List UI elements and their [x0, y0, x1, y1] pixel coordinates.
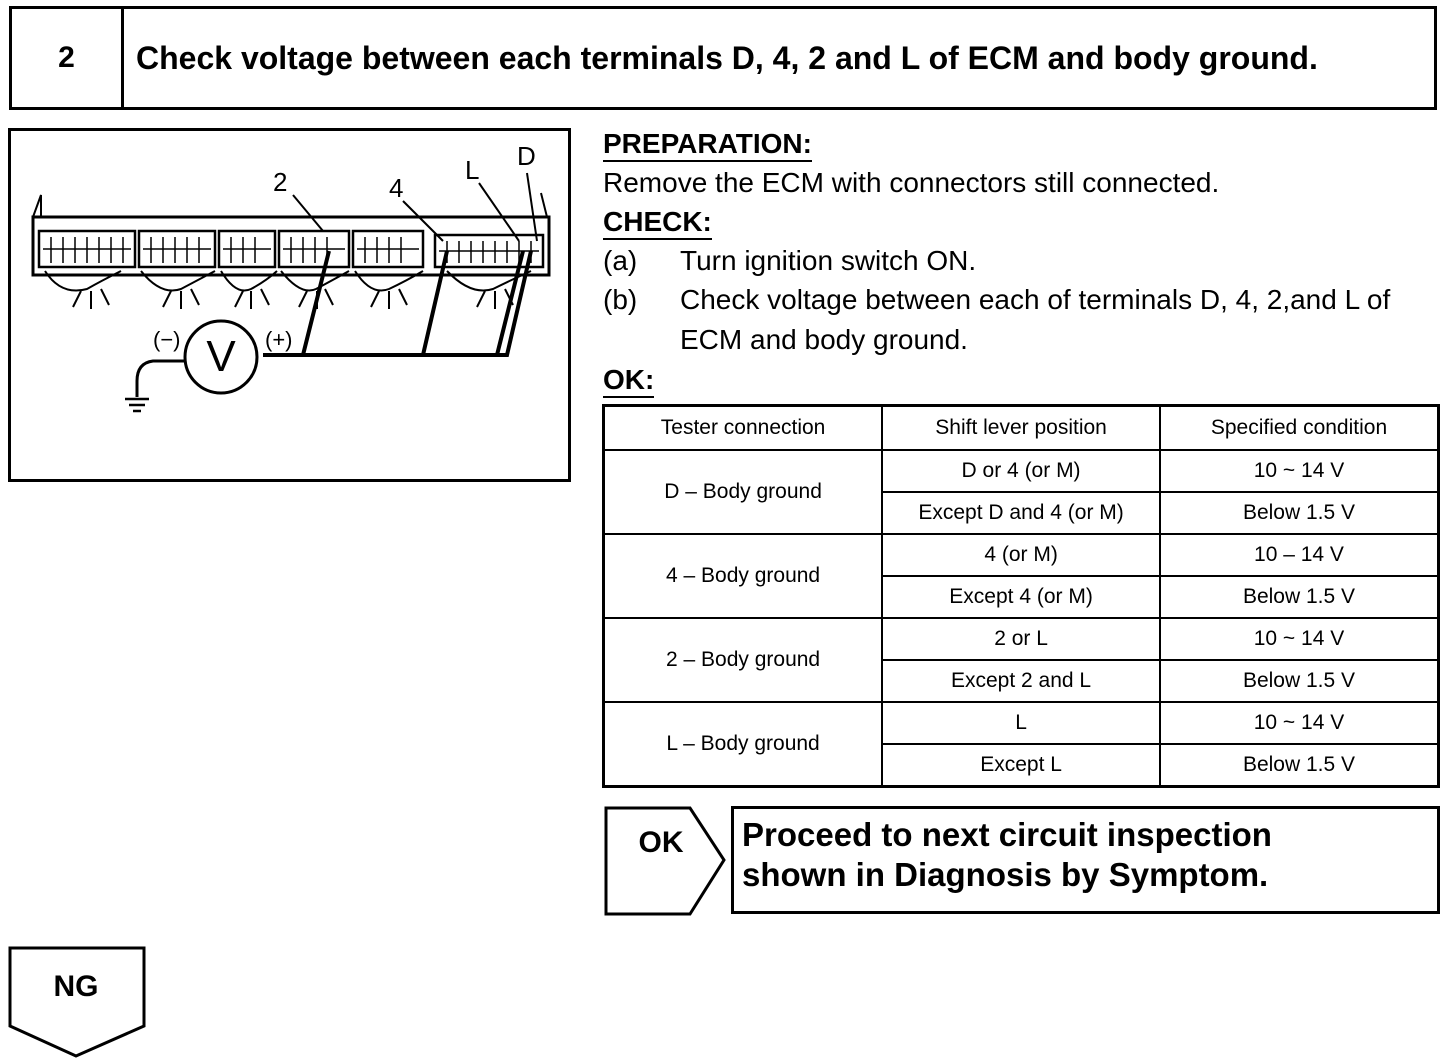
- table-row: L – Body ground L 10 ~ 14 V: [602, 701, 1440, 788]
- check-marker-a: (a): [603, 245, 638, 276]
- ecm-left-edge: [32, 194, 42, 218]
- ecm-right-edge: [540, 192, 548, 218]
- voltmeter-symbol: V: [206, 332, 236, 381]
- shift-position-cell: Except 2 and L: [881, 659, 1161, 703]
- shift-position-cell: D or 4 (or M): [881, 449, 1161, 493]
- terminal-label-d: D: [517, 141, 536, 171]
- voltmeter: [183, 319, 259, 395]
- step-header: 2 Check voltage between each terminals D…: [9, 6, 1437, 110]
- connection-cell: L – Body ground: [602, 701, 884, 788]
- table-row: 2 – Body ground 2 or L 10 ~ 14 V: [602, 617, 1440, 703]
- step-number: 2: [12, 9, 124, 107]
- table-row: Except L Below 1.5 V: [604, 743, 1440, 788]
- ecm-diagram-svg: V (−) (+) 2 4 L D: [31, 141, 551, 413]
- terminal-label-2: 2: [273, 167, 287, 197]
- shift-position-cell: 2 or L: [881, 617, 1161, 661]
- ok-arrow-icon: [604, 806, 726, 916]
- connection-cell: 2 – Body ground: [602, 617, 884, 703]
- table-row: Except 4 (or M) Below 1.5 V: [604, 575, 1440, 619]
- ng-label: NG: [53, 970, 99, 1003]
- condition-cell: 10 ~ 14 V: [1158, 449, 1440, 493]
- positive-probe-label: (+): [265, 327, 293, 352]
- preparation-text: Remove the ECM with connectors still con…: [603, 167, 1220, 198]
- table-row: Except 2 and L Below 1.5 V: [604, 659, 1440, 703]
- negative-probe-label: (−): [153, 327, 181, 352]
- shift-position-cell: L: [881, 701, 1161, 745]
- check-step-b-line2: ECM and body ground.: [680, 324, 968, 355]
- wire-bundles: [44, 270, 532, 309]
- table-row: Except D and 4 (or M) Below 1.5 V: [604, 491, 1440, 535]
- header-shift-lever-position: Shift lever position: [881, 404, 1161, 451]
- header-tester-connection: Tester connection: [602, 404, 884, 451]
- ok-heading: OK:: [603, 364, 655, 398]
- condition-cell: Below 1.5 V: [1158, 659, 1440, 703]
- ground-icon: [125, 397, 149, 413]
- terminal-label-l: L: [465, 155, 479, 185]
- terminal-leaders: [292, 172, 538, 242]
- preparation-heading: PREPARATION:: [603, 128, 812, 162]
- table-row: 4 – Body ground 4 (or M) 10 – 14 V: [602, 533, 1440, 619]
- shift-position-cell: 4 (or M): [881, 533, 1161, 577]
- condition-cell: 10 ~ 14 V: [1158, 617, 1440, 661]
- table-row: D – Body ground D or 4 (or M) 10 ~ 14 V: [602, 449, 1440, 535]
- check-heading: CHECK:: [603, 206, 712, 240]
- test-leads: [263, 250, 533, 357]
- ground-lead: [135, 359, 185, 397]
- header-specified-condition: Specified condition: [1158, 404, 1440, 451]
- condition-cell: 10 – 14 V: [1158, 533, 1440, 577]
- condition-cell: Below 1.5 V: [1158, 743, 1440, 788]
- terminal-label-4: 4: [389, 173, 403, 203]
- ok-result-line2: shown in Diagnosis by Symptom.: [742, 856, 1269, 893]
- ok-result-box: Proceed to next circuit inspection shown…: [731, 806, 1440, 914]
- check-step-b-line1: Check voltage between each of terminals …: [680, 284, 1391, 315]
- ng-arrow-icon: [8, 946, 146, 1058]
- shift-position-cell: Except 4 (or M): [881, 575, 1161, 619]
- connection-cell: D – Body ground: [602, 449, 884, 535]
- ecm-wiring-diagram: V (−) (+) 2 4 L D: [8, 128, 571, 482]
- table-header-row: Tester connection Shift lever position S…: [602, 404, 1440, 451]
- condition-cell: 10 ~ 14 V: [1158, 701, 1440, 745]
- shift-position-cell: Except L: [881, 743, 1161, 788]
- check-step-a: Turn ignition switch ON.: [680, 245, 977, 276]
- condition-cell: Below 1.5 V: [1158, 575, 1440, 619]
- check-marker-b: (b): [603, 284, 638, 315]
- spec-table: Tester connection Shift lever position S…: [602, 404, 1440, 788]
- shift-position-cell: Except D and 4 (or M): [881, 491, 1161, 535]
- step-title: Check voltage between each terminals D, …: [136, 39, 1318, 76]
- connection-cell: 4 – Body ground: [602, 533, 884, 619]
- ok-label: OK: [638, 826, 684, 859]
- condition-cell: Below 1.5 V: [1158, 491, 1440, 535]
- ok-result-line1: Proceed to next circuit inspection: [742, 816, 1272, 853]
